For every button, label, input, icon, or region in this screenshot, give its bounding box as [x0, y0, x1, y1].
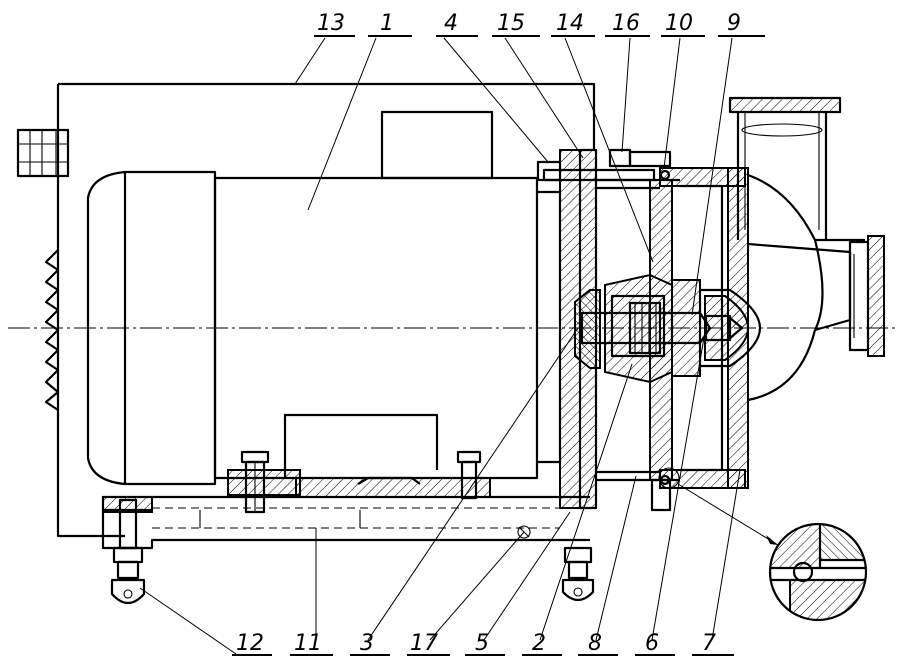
svg-text:9: 9: [727, 11, 741, 36]
callouts-top: 13 1 4 15 14 16 10: [294, 11, 765, 316]
callout-8: 8: [578, 475, 637, 656]
callout-11: 11: [290, 528, 333, 656]
callout-3: 3: [350, 327, 579, 656]
svg-text:15: 15: [497, 11, 525, 36]
svg-text:3: 3: [360, 631, 374, 656]
motor: [86, 110, 562, 486]
callout-10: 10: [661, 11, 705, 169]
svg-text:4: 4: [444, 11, 458, 36]
callout-1: 1: [307, 11, 412, 211]
callout-14: 14: [551, 11, 654, 263]
svg-text:11: 11: [294, 631, 322, 656]
callout-16: 16: [605, 11, 650, 153]
svg-text:2: 2: [532, 631, 546, 656]
svg-text:16: 16: [612, 11, 640, 36]
seal-region: [574, 179, 712, 481]
flange-bolts: [650, 169, 672, 512]
svg-text:17: 17: [410, 631, 438, 656]
detail-view: [658, 467, 868, 622]
svg-text:14: 14: [556, 11, 584, 36]
callout-15: 15: [492, 11, 584, 159]
svg-text:7: 7: [702, 631, 716, 656]
callout-13: 13: [294, 11, 355, 85]
svg-text:10: 10: [665, 11, 693, 36]
callout-7: 7: [692, 469, 741, 656]
callout-9: 9: [691, 11, 765, 316]
svg-text:6: 6: [645, 631, 659, 656]
svg-text:1: 1: [380, 11, 394, 36]
inlet-pipe: [747, 235, 885, 357]
legs: [110, 498, 595, 605]
base-frame: [101, 469, 590, 550]
pump-casing: [659, 167, 865, 489]
callout-2: 2: [522, 363, 633, 656]
callout-17: 17: [407, 531, 525, 656]
outlet-pipe: [728, 96, 842, 240]
base-bolts: [240, 450, 482, 514]
callout-12: 12: [139, 587, 272, 656]
svg-text:8: 8: [588, 631, 602, 656]
cover-guard: [16, 82, 596, 538]
callout-4: 4: [436, 11, 549, 163]
svg-text:5: 5: [475, 631, 489, 656]
callout-5: 5: [465, 511, 571, 656]
svg-text:13: 13: [317, 11, 345, 36]
callouts-bottom: 12 11 3 17 5 2 8: [139, 327, 741, 656]
callout-6: 6: [635, 331, 706, 656]
svg-text:12: 12: [236, 631, 264, 656]
